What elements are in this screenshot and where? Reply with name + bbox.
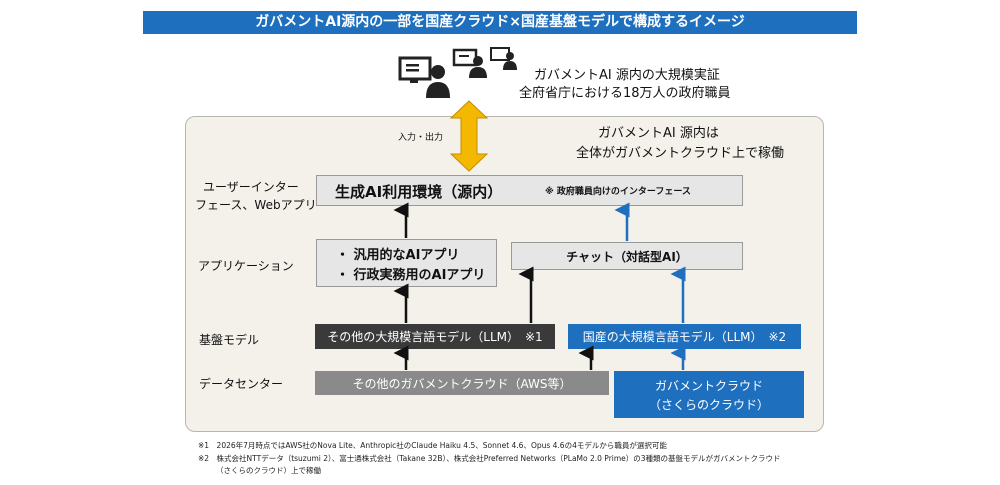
layer-label-model: 基盤モデル	[199, 333, 260, 347]
layer-label-ui-2: フェース、Webアプリ	[195, 198, 317, 212]
gov-cloud-line2: （さくらのクラウド）	[648, 398, 769, 412]
users-line2: 全府省庁における18万人の政府職員	[519, 86, 731, 101]
computer-user-icon	[490, 47, 517, 70]
domestic-llm-label: 国産の大規模言語モデル（LLM） ※2	[582, 330, 787, 344]
title-banner: ガバメントAI源内の一部を国産クラウド×国産基盤モデルで構成するイメージ	[143, 11, 857, 34]
footnote-2-cont: （さくらのクラウド）上で稼働	[216, 466, 321, 475]
scope-note-line1: ガバメントAI 源内は	[598, 126, 719, 141]
other-llm-label: その他の大規模言語モデル（LLM） ※1	[327, 330, 543, 344]
computer-user-icon	[398, 56, 450, 98]
ai-apps-box	[316, 239, 497, 287]
other-cloud-label: その他のガバメントクラウド（AWS等）	[352, 376, 572, 391]
chat-label: チャット（対話型AI）	[566, 249, 688, 264]
layer-label-app: アプリケーション	[198, 259, 294, 273]
genai-environment-box	[316, 175, 743, 206]
scope-note-line2: 全体がガバメントクラウド上で稼働	[576, 146, 785, 161]
io-label: 入力・出力	[398, 133, 444, 143]
footnote-1: ※1 2026年7月時点ではAWS社のNova Lite、Anthropic社の…	[198, 441, 667, 450]
domestic-llm-box: 国産の大規模言語モデル（LLM） ※2	[568, 324, 801, 349]
io-double-arrow	[449, 100, 489, 172]
layer-label-dc: データセンター	[199, 377, 284, 391]
users-illustration	[398, 47, 517, 98]
genai-environment-title: 生成AI利用環境（源内）	[335, 183, 503, 201]
footnote-2: ※2 株式会社NTTデータ（tsuzumi 2）、富士通株式会社（Takane …	[198, 454, 781, 463]
other-cloud-box: その他のガバメントクラウド（AWS等）	[315, 371, 609, 395]
other-llm-box: その他の大規模言語モデル（LLM） ※1	[315, 324, 555, 349]
ai-app-item: ・ 汎用的なAIアプリ	[336, 248, 460, 263]
chat-box: チャット（対話型AI）	[511, 242, 743, 270]
genai-environment-note: ※ 政府職員向けのインターフェース	[545, 187, 691, 197]
gov-cloud-box: ガバメントクラウド （さくらのクラウド）	[614, 371, 804, 418]
users-line1: ガバメントAI 源内の大規模実証	[534, 68, 720, 83]
computer-user-icon	[452, 48, 487, 78]
layer-label-ui-1: ユーザーインター	[203, 180, 299, 194]
ai-app-item: ・ 行政実務用のAIアプリ	[336, 268, 486, 283]
gov-cloud-line1: ガバメントクラウド	[654, 379, 763, 393]
